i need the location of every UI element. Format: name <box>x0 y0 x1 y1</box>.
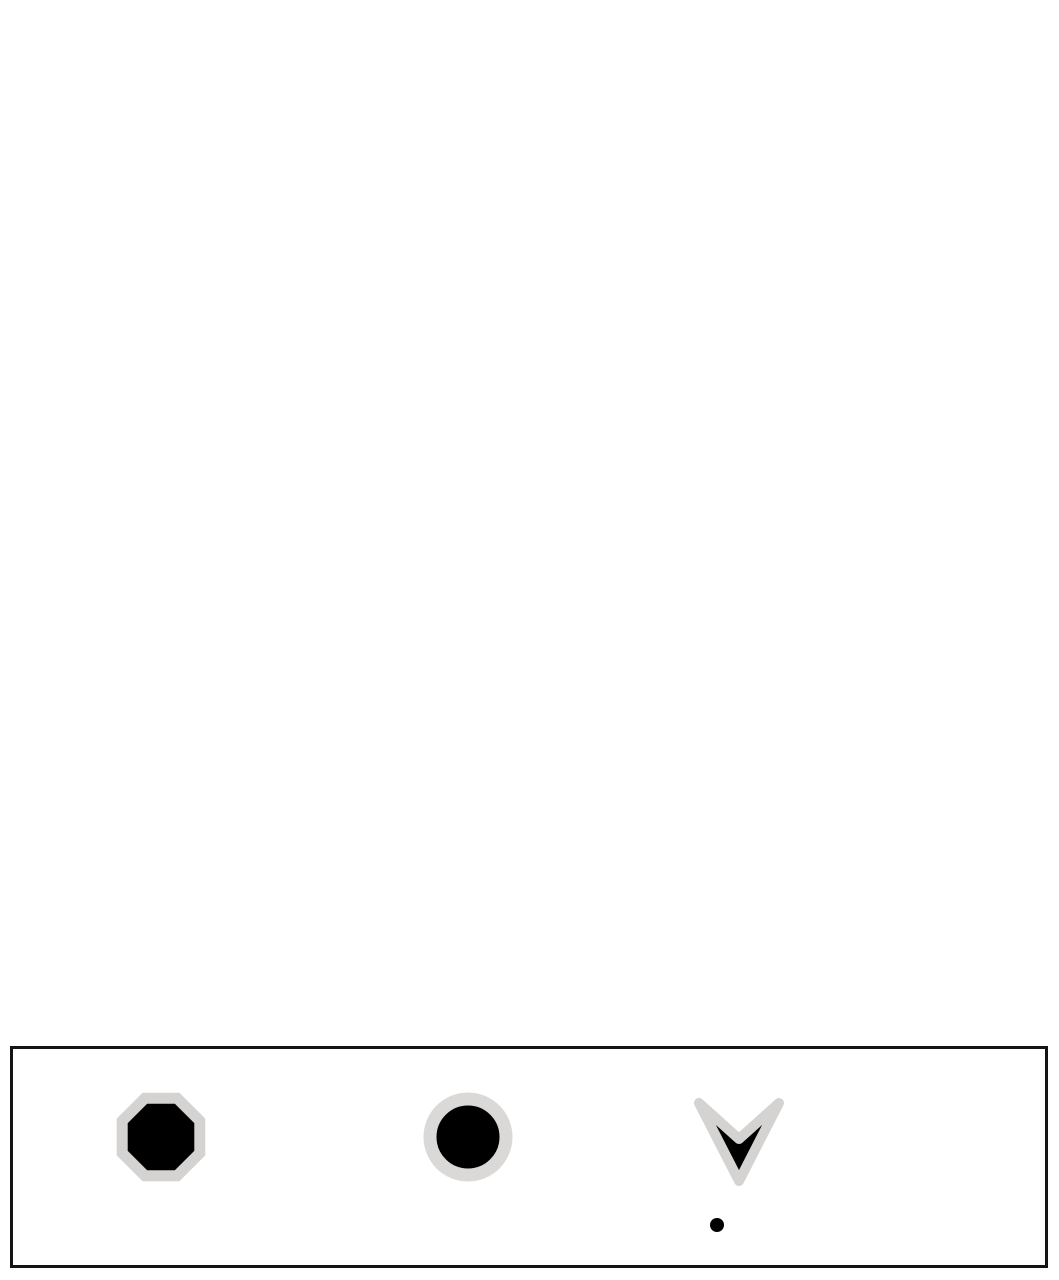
legend-box <box>10 1046 1048 1268</box>
gene-circle-icon <box>423 1092 513 1182</box>
gene-circle-shape <box>423 1092 513 1182</box>
drug-target-line-icon <box>108 1212 278 1238</box>
antibody-chevron-icon <box>694 1098 784 1186</box>
drug-octagon-shape <box>116 1092 206 1182</box>
network-canvas <box>0 0 1059 1040</box>
drug-octagon-icon <box>116 1092 206 1182</box>
antibody-chevron-shape <box>694 1098 784 1186</box>
antibody-target-line-icon <box>710 1218 724 1232</box>
antibody-target-dot <box>710 1218 724 1232</box>
